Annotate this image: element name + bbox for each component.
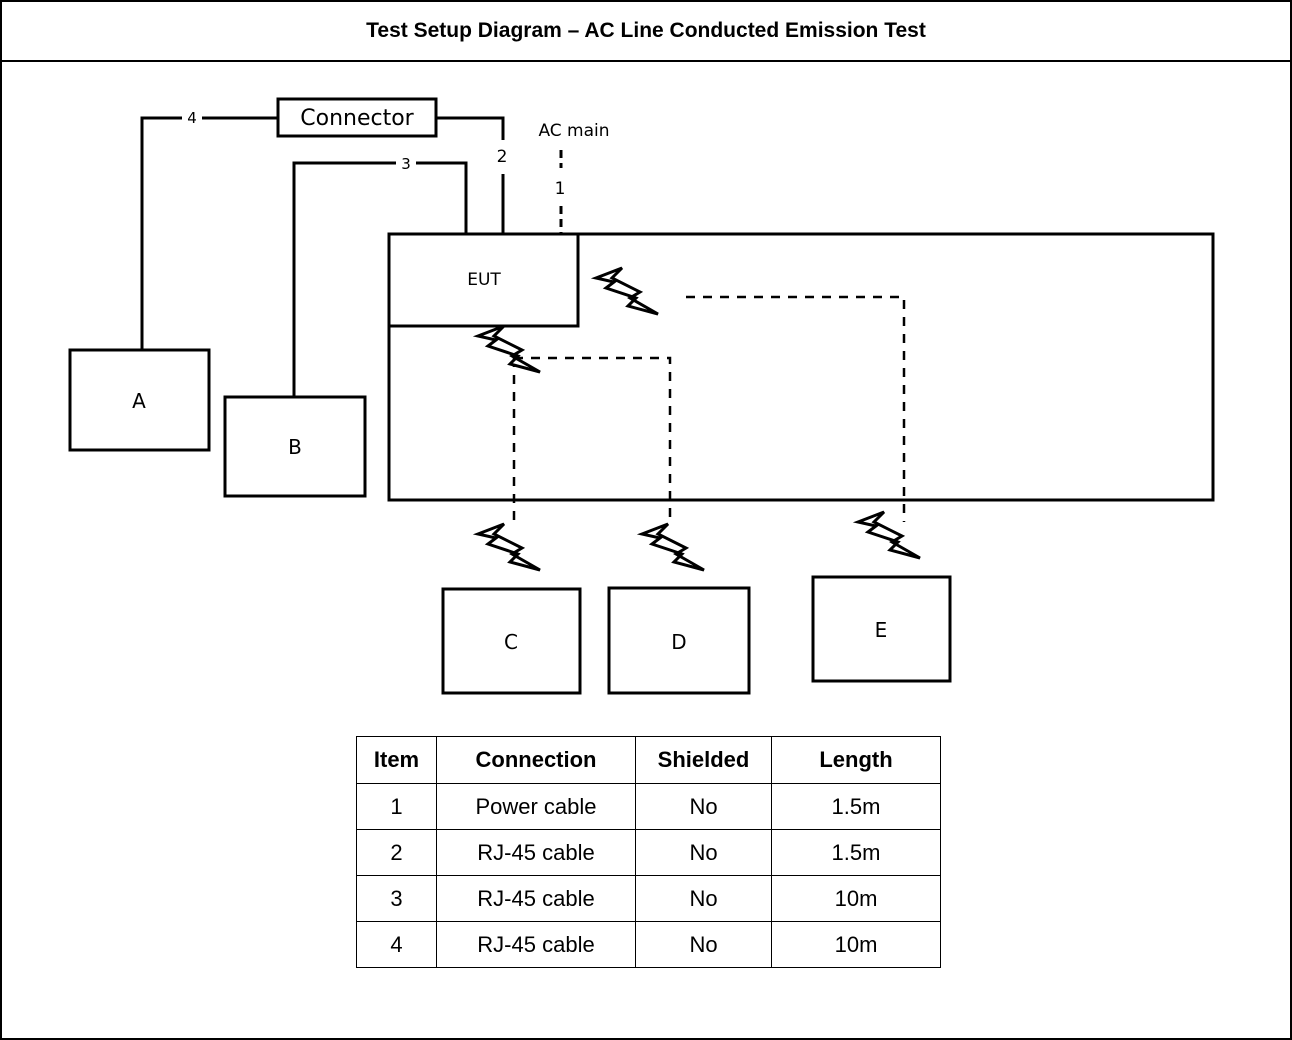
column-header: Length: [771, 736, 941, 784]
table-cell: No: [635, 875, 772, 922]
page-title: Test Setup Diagram – AC Line Conducted E…: [2, 2, 1290, 62]
cable-table: Item Connection Shielded Length 1 Power …: [356, 736, 941, 968]
wireless-link-d: [514, 356, 672, 522]
wireless-bolt-icon: [594, 266, 660, 316]
table-cell: RJ-45 cable: [436, 921, 636, 968]
wireless-bolt-icon: [476, 324, 542, 374]
table-cell: 10m: [771, 921, 941, 968]
cable-3-number: 3: [401, 155, 411, 173]
wireless-bolt-icon: [640, 522, 706, 572]
device-e: E: [811, 575, 952, 683]
table-cell: No: [635, 783, 772, 830]
table-cell: 2: [356, 829, 437, 876]
device-a: A: [68, 348, 211, 452]
device-b-label: B: [288, 435, 302, 459]
device-d-label: D: [671, 630, 686, 654]
eut-box: EUT: [387, 232, 580, 328]
table-cell: No: [635, 829, 772, 876]
table-cell: No: [635, 921, 772, 968]
cable-4-left: [140, 116, 182, 350]
column-header: Connection: [436, 736, 636, 784]
cable-4-number: 4: [187, 109, 197, 127]
table-cell: 4: [356, 921, 437, 968]
ac-main-label: AC main: [538, 121, 609, 141]
table-row: 3 RJ-45 cable No 10m: [356, 875, 941, 922]
device-e-label: E: [875, 618, 888, 642]
table-cell: RJ-45 cable: [436, 829, 636, 876]
table-row: 4 RJ-45 cable No 10m: [356, 921, 941, 968]
cable-3-right: [416, 161, 468, 234]
table-cell: 1.5m: [771, 783, 941, 830]
table-cell: 10m: [771, 875, 941, 922]
device-c: C: [441, 587, 582, 695]
device-a-label: A: [132, 389, 146, 413]
cable-2-top: [436, 116, 505, 140]
test-table: [387, 232, 1215, 502]
table-row: 1 Power cable No 1.5m: [356, 783, 941, 830]
table-header-row: Item Connection Shielded Length: [356, 736, 941, 784]
connector-label: Connector: [300, 106, 414, 131]
table-cell: RJ-45 cable: [436, 875, 636, 922]
cable-2-number: 2: [497, 147, 508, 167]
table-cell: Power cable: [436, 783, 636, 830]
device-c-label: C: [504, 630, 518, 654]
device-b: B: [223, 395, 367, 498]
column-header: Item: [356, 736, 437, 784]
cable-1-number: 1: [555, 179, 566, 199]
wireless-bolt-icon: [856, 510, 922, 560]
table-cell: 1: [356, 783, 437, 830]
table-cell: 3: [356, 875, 437, 922]
table-cell: 1.5m: [771, 829, 941, 876]
device-d: D: [607, 586, 751, 695]
connector-box: Connector: [276, 97, 438, 138]
column-header: Shielded: [635, 736, 772, 784]
table-row: 2 RJ-45 cable No 1.5m: [356, 829, 941, 876]
wireless-link-e: [686, 295, 906, 522]
wireless-bolt-icon: [476, 522, 542, 572]
cable-3-left: [292, 161, 396, 398]
eut-label: EUT: [467, 270, 501, 290]
